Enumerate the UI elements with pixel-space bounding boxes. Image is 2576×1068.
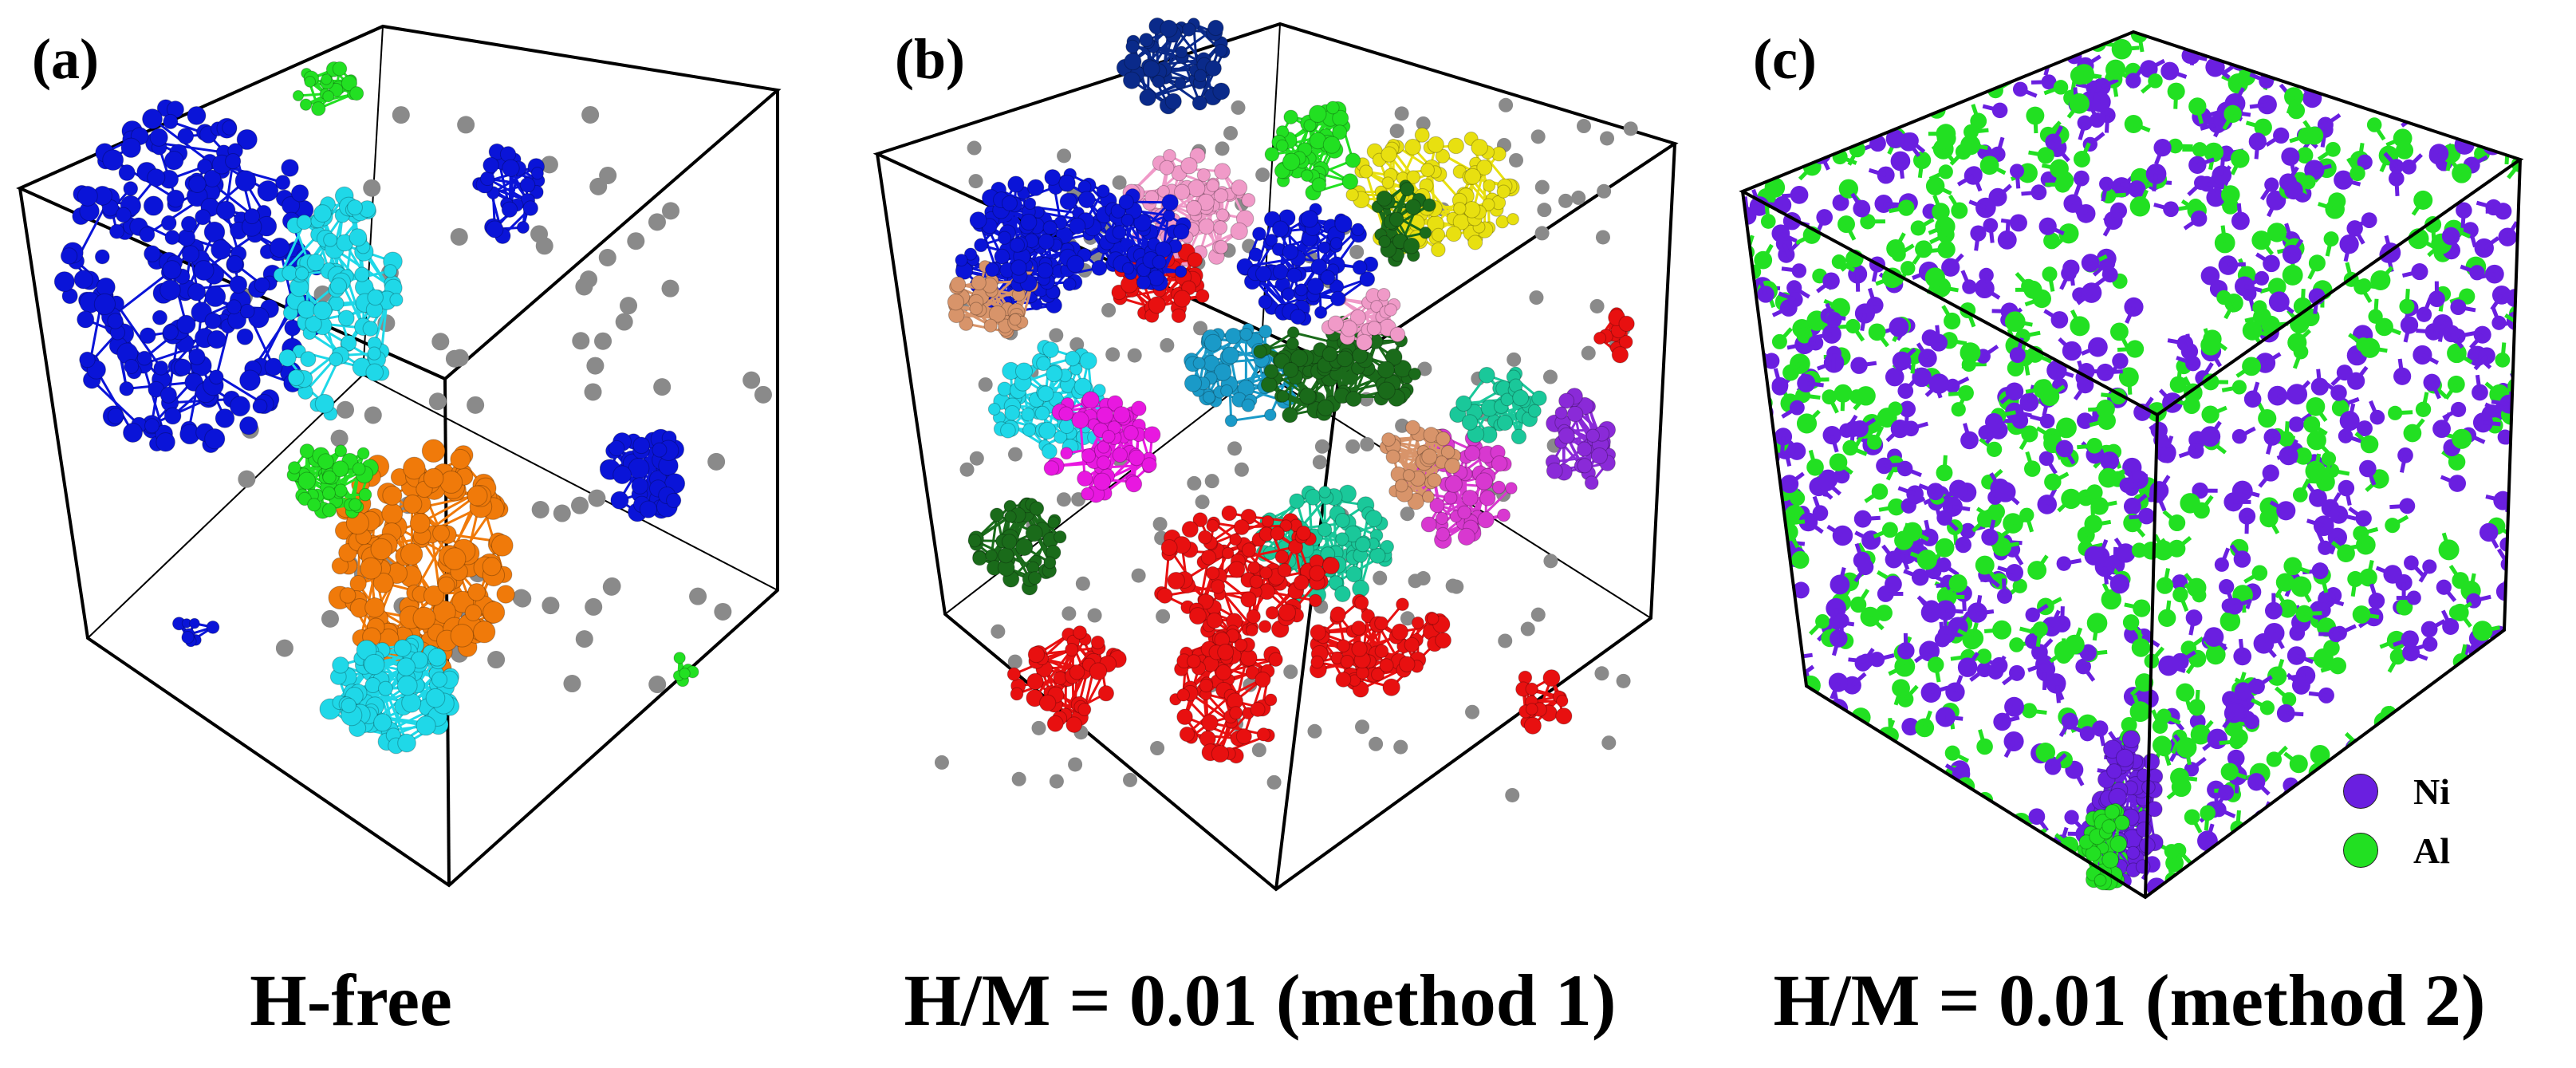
- panel-c-caption: H/M = 0.01 (method 2): [1773, 960, 2486, 1041]
- panel-c-cluster-render: [1739, 30, 2524, 900]
- panel-b-label: (b): [895, 27, 965, 91]
- panel-c: (c) H/M = 0.01 (method 2): [1723, 0, 2576, 1068]
- panel-b: (b) H/M = 0.01 (method 1): [861, 0, 1723, 1068]
- panel-a-caption: H-free: [250, 960, 452, 1041]
- panel-b-cluster-render: [872, 17, 1679, 892]
- panel-b-atoms: [934, 17, 1638, 802]
- panel-c-label: (c): [1753, 27, 1817, 91]
- ni-swatch-icon: [2343, 774, 2378, 809]
- panel-a-label: (a): [32, 27, 99, 91]
- panel-b-caption: H/M = 0.01 (method 1): [904, 960, 1617, 1041]
- legend-item-ni: Ni: [2343, 762, 2450, 821]
- legend-item-al: Al: [2343, 821, 2450, 880]
- panel-a: (a) H-free: [0, 0, 861, 1068]
- legend-label-al: Al: [2413, 830, 2450, 871]
- panel-c-box-wireframe: [1739, 30, 2524, 900]
- panel-a-cluster-render: [16, 24, 782, 888]
- al-swatch-icon: [2343, 833, 2378, 868]
- panel-a-atoms: [53, 61, 772, 755]
- element-legend: Ni Al: [2343, 762, 2450, 880]
- legend-label-ni: Ni: [2413, 770, 2450, 812]
